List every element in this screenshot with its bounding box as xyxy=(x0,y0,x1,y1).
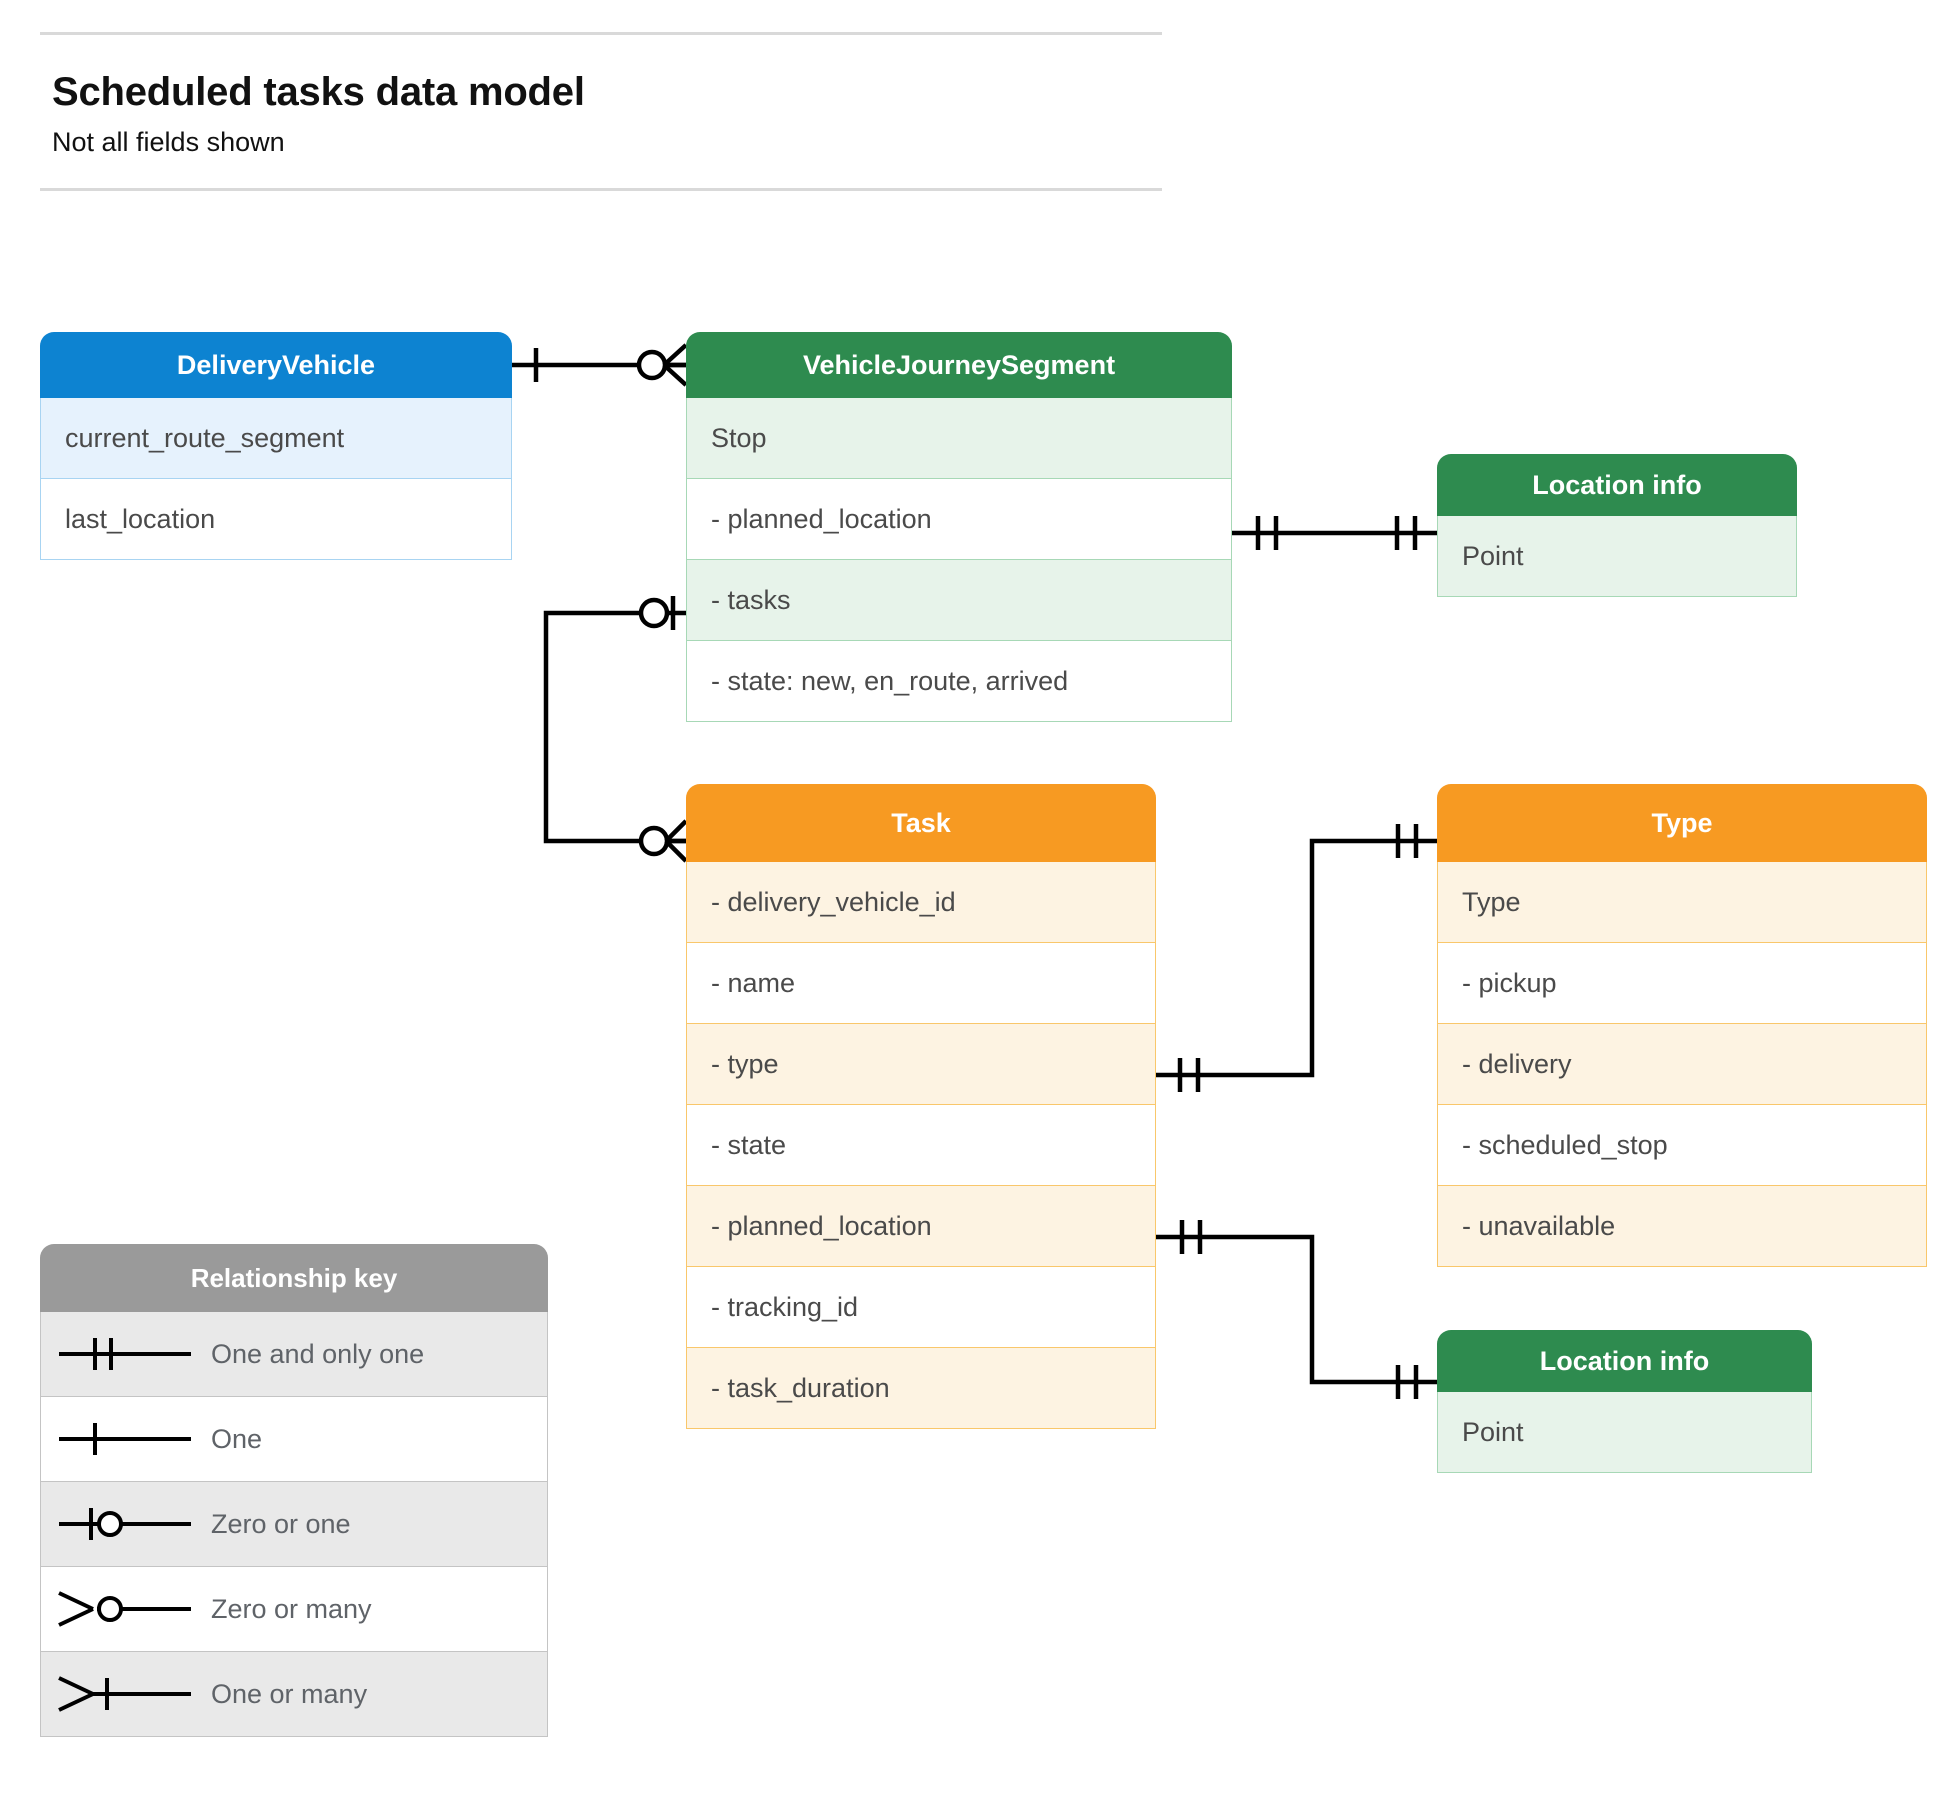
legend-label-zero-or-one: Zero or one xyxy=(211,1508,351,1539)
legend-item-zero-or-many: Zero or many xyxy=(40,1567,548,1652)
entity-field-task-planned-location: - planned_location xyxy=(686,1186,1156,1267)
entity-field-pickup: - pickup xyxy=(1437,943,1927,1024)
entity-header-location-info-top: Location info xyxy=(1437,454,1797,516)
entity-delivery-vehicle[interactable]: DeliveryVehicle current_route_segment la… xyxy=(40,332,512,560)
entity-header-delivery-vehicle: DeliveryVehicle xyxy=(40,332,512,398)
entity-task[interactable]: Task - delivery_vehicle_id - name - type… xyxy=(686,784,1156,1429)
legend-header: Relationship key xyxy=(40,1244,548,1312)
entity-type[interactable]: Type Type - pickup - delivery - schedule… xyxy=(1437,784,1927,1267)
entity-field-planned-location: - planned_location xyxy=(686,479,1232,560)
one-or-many-icon xyxy=(41,1672,211,1716)
entity-field-delivery-vehicle-id: - delivery_vehicle_id xyxy=(686,862,1156,943)
page-title: Scheduled tasks data model xyxy=(52,70,585,114)
entity-header-vehicle-journey-segment: VehicleJourneySegment xyxy=(686,332,1232,398)
cardinality-zero-circle-task xyxy=(638,825,670,857)
entity-location-info-top[interactable]: Location info Point xyxy=(1437,454,1797,597)
entity-header-location-info-bottom: Location info xyxy=(1437,1330,1812,1392)
legend-label-one: One xyxy=(211,1423,263,1454)
entity-header-task: Task xyxy=(686,784,1156,862)
entity-field-type-label: Type xyxy=(1437,862,1927,943)
legend-label-zero-or-many: Zero or many xyxy=(211,1593,372,1624)
link-vjs-tasks-task xyxy=(543,610,686,844)
title-inner: Scheduled tasks data model Not all field… xyxy=(40,35,1162,188)
title-block: Scheduled tasks data model Not all field… xyxy=(40,32,1162,192)
crowsfoot-task-lower xyxy=(664,839,688,863)
one-icon xyxy=(41,1417,211,1461)
entity-header-type: Type xyxy=(1437,784,1927,862)
entity-field-tracking-id: - tracking_id xyxy=(686,1267,1156,1348)
title-rule-bottom xyxy=(40,188,1162,192)
legend-label-one-and-only-one: One and only one xyxy=(211,1338,425,1369)
entity-field-tasks: - tasks xyxy=(686,560,1232,641)
entity-vehicle-journey-segment[interactable]: VehicleJourneySegment Stop - planned_loc… xyxy=(686,332,1232,722)
one-and-only-one-icon xyxy=(41,1332,211,1376)
link-task-locationinfo2 xyxy=(1156,1234,1437,1385)
zero-or-many-icon xyxy=(41,1587,211,1631)
entity-location-info-bottom[interactable]: Location info Point xyxy=(1437,1330,1812,1473)
zero-or-one-icon xyxy=(41,1502,211,1546)
legend-item-one-and-only-one: One and only one xyxy=(40,1312,548,1397)
legend-item-one: One xyxy=(40,1397,548,1482)
entity-field-current-route-segment: current_route_segment xyxy=(40,398,512,479)
entity-field-task-duration: - task_duration xyxy=(686,1348,1156,1429)
legend-label-one-or-many: One or many xyxy=(211,1678,368,1709)
link-task-type xyxy=(1156,838,1437,1078)
crowsfoot-upper xyxy=(662,343,688,367)
entity-field-stop: Stop xyxy=(686,398,1232,479)
crowsfoot-lower xyxy=(662,363,688,387)
entity-field-state: - state xyxy=(686,1105,1156,1186)
crowsfoot-task-upper xyxy=(664,819,688,843)
entity-field-state: - state: new, en_route, arrived xyxy=(686,641,1232,722)
entity-field-unavailable: - unavailable xyxy=(1437,1186,1927,1267)
cardinality-zero-circle xyxy=(636,349,668,381)
entity-field-delivery: - delivery xyxy=(1437,1024,1927,1105)
page-subtitle: Not all fields shown xyxy=(52,127,285,157)
entity-field-point-bottom: Point xyxy=(1437,1392,1812,1473)
legend-item-zero-or-one: Zero or one xyxy=(40,1482,548,1567)
title-rule-top xyxy=(40,32,1162,35)
entity-field-last-location: last_location xyxy=(40,479,512,560)
entity-field-name: - name xyxy=(686,943,1156,1024)
entity-field-point-top: Point xyxy=(1437,516,1797,597)
relationship-key-legend[interactable]: Relationship key One and only one One xyxy=(40,1244,548,1737)
entity-field-type: - type xyxy=(686,1024,1156,1105)
cardinality-zero-circle-tasks xyxy=(638,597,670,629)
entity-field-scheduled-stop: - scheduled_stop xyxy=(1437,1105,1927,1186)
legend-item-one-or-many: One or many xyxy=(40,1652,548,1737)
